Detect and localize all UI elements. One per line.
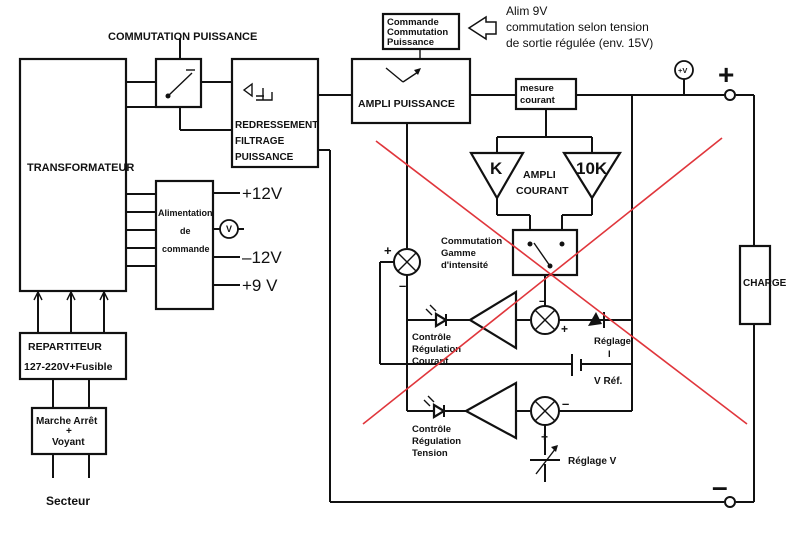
alim-commande-line-3: commande [162,244,210,254]
led-current-light-icon [425,304,437,316]
note-line-1: Alim 9V [506,4,547,18]
negative-terminal-label: – [712,471,728,502]
v9-label: +9 V [242,276,278,295]
controle-courant-line-1: Contrôle [412,332,451,343]
negative-terminal [724,496,736,508]
controle-tension-line-2: Régulation [412,436,461,447]
commutation-gamme-box [511,228,579,277]
mesure-courant-line-2: courant [520,95,556,106]
charge-label: CHARGE [743,278,787,289]
comparator-current-x2 [534,309,556,331]
note-line-2: commutation selon tension [506,20,649,34]
gamme-contact-b [559,241,565,247]
note-box-line-3: Puissance [387,37,434,48]
ampli-courant-line-1: AMPLI [523,169,556,181]
comparator-current-plus: + [561,322,568,336]
redressement-line-3: PUISSANCE [235,152,294,163]
charge-block [738,244,772,326]
transformateur-label: TRANSFORMATEUR [27,162,134,174]
marche-arret-line-1: Marche Arrêt [36,416,98,427]
commutation-gamme-line-2: Gamme [441,248,476,259]
note-line-3: de sortie régulée (env. 15V) [506,36,653,50]
capacitor-icon [256,88,273,101]
repartiteur-block [18,331,128,381]
marche-arret-line-2: + [66,426,72,437]
reglage-i-line-1: Réglage [594,336,631,347]
controle-tension-line-1: Contrôle [412,424,451,435]
v12-positive-label: +12V [242,184,283,203]
led-voltage-light-icon [423,395,435,407]
reglage-v-label: Réglage V [568,456,617,467]
ampli-symbol-right [402,71,419,83]
controle-courant-line-3: Courant [412,356,449,367]
positive-terminal [724,89,736,101]
led-current-icon [434,312,449,328]
comparator-current-minus: – [539,293,546,308]
summing-main-plus: + [384,243,392,258]
note-box-line-1: Commande [387,17,439,28]
controle-tension-line-3: Tension [412,448,448,459]
amp-voltage-triangle [463,381,518,440]
controle-courant-line-2: Régulation [412,344,461,355]
reglage-i-arrow-icon [588,312,602,326]
summing-main-minus: – [399,278,406,293]
commande-commutation-box [381,12,461,51]
ampli-puissance-block [350,57,472,125]
repartiteur-line-2: 127-220V+Fusible [24,361,113,373]
output-voltmeter-label: +V [678,66,687,75]
reglage-v-arrow-head-icon [551,445,558,452]
note-box-line-2: Commutation [387,27,448,38]
positive-terminal-label: + [718,59,734,90]
repartiteur-line-1: REPARTITEUR [28,341,102,353]
marche-arret-line-3: Voyant [52,437,85,448]
reglage-i-line-2: I [608,349,611,360]
commutation-switch-box [154,57,203,109]
led-voltage-icon [432,403,447,419]
gamme-switch-pivot [547,263,553,269]
amp-k-triangle [469,151,525,201]
left-arrow-icon [467,15,497,41]
summing-node-main-x2 [397,252,417,272]
switch-pivot [165,93,171,99]
cross-line-2 [362,137,723,425]
switch-lever [167,72,193,97]
up-arrows-icon [33,290,109,301]
output-voltmeter-icon [674,60,694,80]
gamme-contact-a [527,241,533,247]
redressement-line-1: REDRESSEMENT [235,120,318,131]
secteur-label: Secteur [46,494,90,508]
alim-commande-line-2: de [180,226,191,236]
commutation-gamme-line-3: d'intensité [441,260,488,271]
commutation-gamme-line-1: Commutation [441,236,502,247]
gamme-switch-lever [533,242,551,267]
alim-commande-line-1: Alimentation [158,208,213,218]
marche-arret-block [30,406,108,456]
reglage-v-arrow [535,447,557,475]
cross-line-1 [375,140,748,425]
ampli-puissance-label: AMPLI PUISSANCE [358,98,455,110]
commutation-puissance-label: COMMUTATION PUISSANCE [108,31,257,43]
ampli-courant-line-2: COURANT [516,185,569,197]
voltmeter-label: V [226,224,232,234]
diode-icon [242,82,253,98]
mesure-courant-line-1: mesure [520,83,554,94]
ampli-symbol-left [385,67,404,83]
amp-10k-label: 10K [576,159,608,178]
v12-negative-label: –12V [242,248,282,267]
ampli-arrow-icon [414,68,421,75]
amp-k-label: K [490,159,503,178]
comparator-voltage-x2 [534,400,556,422]
comparator-voltage-minus: – [562,396,569,411]
amp-10k-triangle [562,151,622,201]
vref-label: V Réf. [594,376,623,387]
alimentation-commande-block [154,179,215,311]
transformateur-block [18,57,128,293]
redressement-line-2: FILTRAGE [235,136,285,147]
redressement-block [230,57,320,169]
